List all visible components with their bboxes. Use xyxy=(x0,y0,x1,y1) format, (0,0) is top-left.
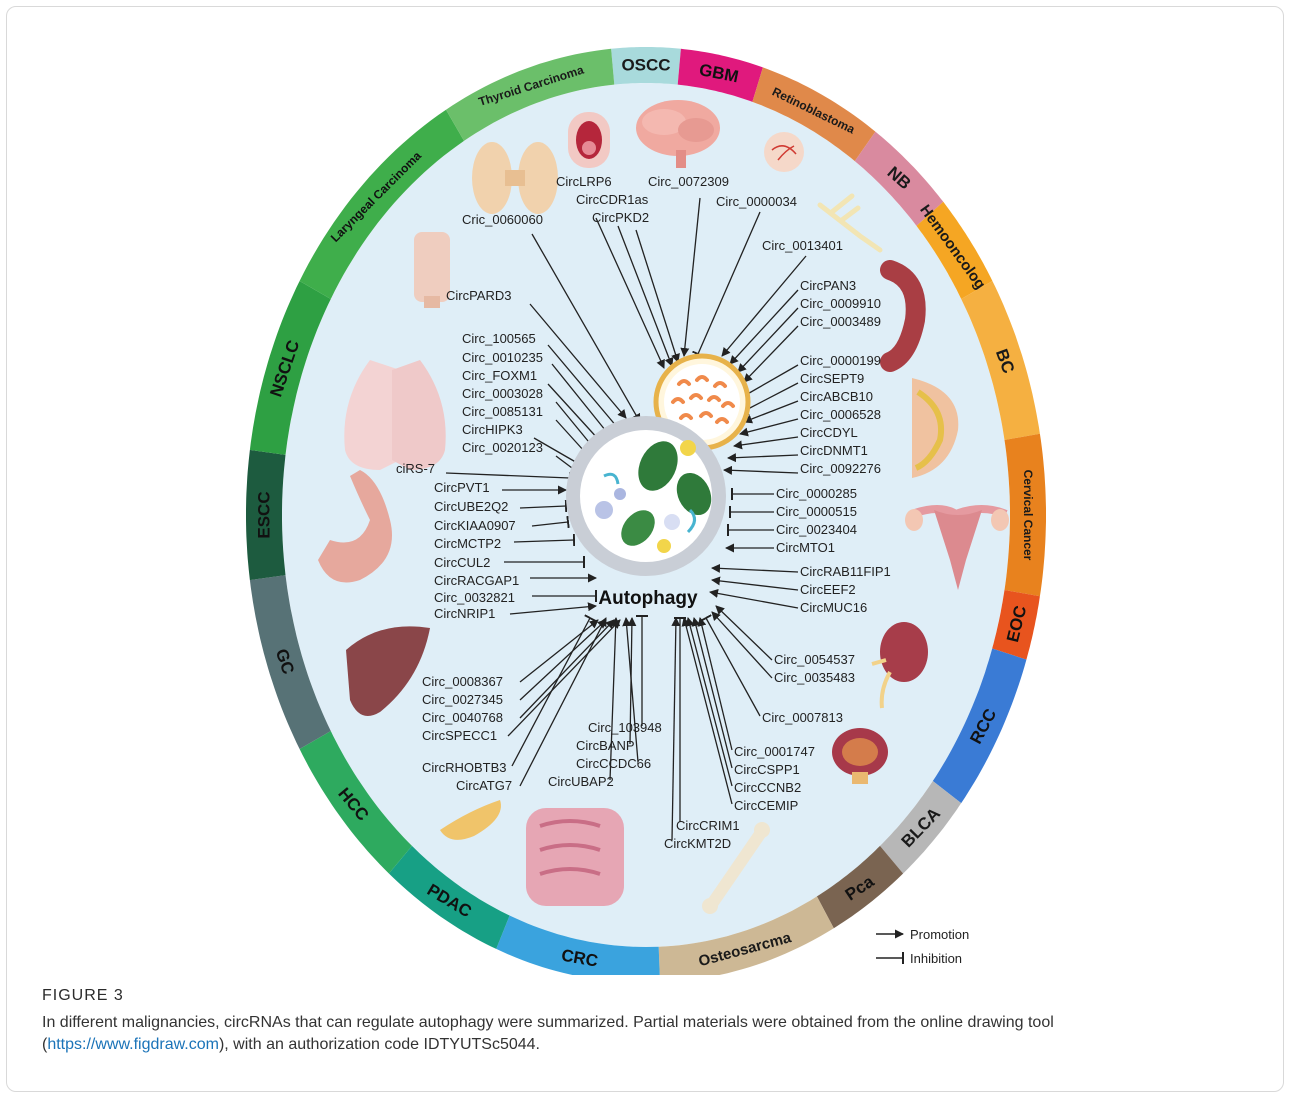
circrna-label: Circ_0003489 xyxy=(800,314,881,329)
larynx-icon xyxy=(414,232,450,308)
circrna-label: CircLRP6 xyxy=(556,174,612,189)
circrna-label: Circ_0000285 xyxy=(776,486,857,501)
circrna-label: CircCEMIP xyxy=(734,798,798,813)
legend-inhibition-label: Inhibition xyxy=(910,951,962,966)
circrna-label: CircUBE2Q2 xyxy=(434,499,508,514)
circrna-label: Circ_0003028 xyxy=(462,386,543,401)
circrna-label: CircCSPP1 xyxy=(734,762,800,777)
circrna-label: Circ_0007813 xyxy=(762,710,843,725)
circrna-label: CircRACGAP1 xyxy=(434,573,519,588)
caption-link[interactable]: https://www.figdraw.com xyxy=(47,1036,219,1053)
circrna-label: CircCDYL xyxy=(800,425,858,440)
intestine-icon xyxy=(526,808,624,906)
circrna-label: Circ_0054537 xyxy=(774,652,855,667)
circrna-label: Cric_0060060 xyxy=(462,212,543,227)
circrna-label: CircCDR1as xyxy=(576,192,649,207)
circrna-label: Circ_0010235 xyxy=(462,350,543,365)
circrna-label: CircEEF2 xyxy=(800,582,856,597)
circrna-label: CircSEPT9 xyxy=(800,371,864,386)
circrna-label: CircATG7 xyxy=(456,778,512,793)
circrna-label: CircMTO1 xyxy=(776,540,835,555)
caption-text-after: ), with an authorization code IDTYUTSc50… xyxy=(219,1036,540,1053)
circrna-label: CircMCTP2 xyxy=(434,536,501,551)
ring-label-cervical-cancer: Cervical Cancer xyxy=(1021,470,1035,561)
circrna-label: CircKIAA0907 xyxy=(434,518,516,533)
circrna-label: Circ_0000515 xyxy=(776,504,857,519)
circrna-label: Circ_FOXM1 xyxy=(462,368,537,383)
circrna-label: Circ_0032821 xyxy=(434,590,515,605)
figure-label: FIGURE 3 xyxy=(42,987,124,1005)
circrna-label: Circ_0008367 xyxy=(422,674,503,689)
ring-label-oscc: OSCC xyxy=(621,56,670,75)
circrna-label: Circ_0000034 xyxy=(716,194,797,209)
circrna-label: Circ_0085131 xyxy=(462,404,543,419)
circrna-label: Circ_100565 xyxy=(462,331,536,346)
circrna-label: CircCCNB2 xyxy=(734,780,801,795)
legend-promotion-label: Promotion xyxy=(910,927,969,942)
circrna-label: ciRS-7 xyxy=(396,461,435,476)
circrna-label: CircPAN3 xyxy=(800,278,856,293)
eye-icon xyxy=(764,132,804,172)
legend: Promotion Inhibition xyxy=(876,927,969,966)
circrna-label: Circ_0006528 xyxy=(800,407,881,422)
mouth-icon xyxy=(568,112,610,168)
circrna-label: CircMUC16 xyxy=(800,600,867,615)
circrna-label: CircHIPK3 xyxy=(462,422,523,437)
circrna-label: CircABCB10 xyxy=(800,389,873,404)
circrna-label: CircDNMT1 xyxy=(800,443,868,458)
circrna-label: Circ_0072309 xyxy=(648,174,729,189)
autophagy-label: Autophagy xyxy=(598,588,698,609)
circrna-label: Circ_0020123 xyxy=(462,440,543,455)
circrna-label: CircRAB11FIP1 xyxy=(800,564,891,579)
circrna-label: Circ_0027345 xyxy=(422,692,503,707)
circrna-label: CircPVT1 xyxy=(434,480,490,495)
circrna-label: Circ_0013401 xyxy=(762,238,843,253)
circrna-label: Circ_103948 xyxy=(588,720,662,735)
circrna-label: CircSPECC1 xyxy=(422,728,497,743)
circrna-label: CircRHOBTB3 xyxy=(422,760,507,775)
circrna-label: CircPARD3 xyxy=(446,288,512,303)
circrna-label: CircUBAP2 xyxy=(548,774,614,789)
circrna-label: CircCUL2 xyxy=(434,555,490,570)
circrna-label: Circ_0000199 xyxy=(800,353,881,368)
circrna-label: Circ_0040768 xyxy=(422,710,503,725)
circrna-label: CircCRIM1 xyxy=(676,818,740,833)
circrna-label: CircCCDC66 xyxy=(576,756,651,771)
circrna-label: Circ_0035483 xyxy=(774,670,855,685)
circrna-label: Circ_0001747 xyxy=(734,744,815,759)
circrna-label: CircNRIP1 xyxy=(434,606,495,621)
ring-label-escc: ESCC xyxy=(255,491,274,538)
circrna-label: CircBANP xyxy=(576,738,635,753)
lungs-icon xyxy=(344,360,445,470)
circrna-label: Circ_0009910 xyxy=(800,296,881,311)
circrna-label: Circ_0092276 xyxy=(800,461,881,476)
figure-caption: In different malignancies, circRNAs that… xyxy=(42,1012,1242,1056)
circrna-label: Circ_0023404 xyxy=(776,522,857,537)
circrna-label: CircKMT2D xyxy=(664,836,731,851)
circrna-label: CircPKD2 xyxy=(592,210,649,225)
